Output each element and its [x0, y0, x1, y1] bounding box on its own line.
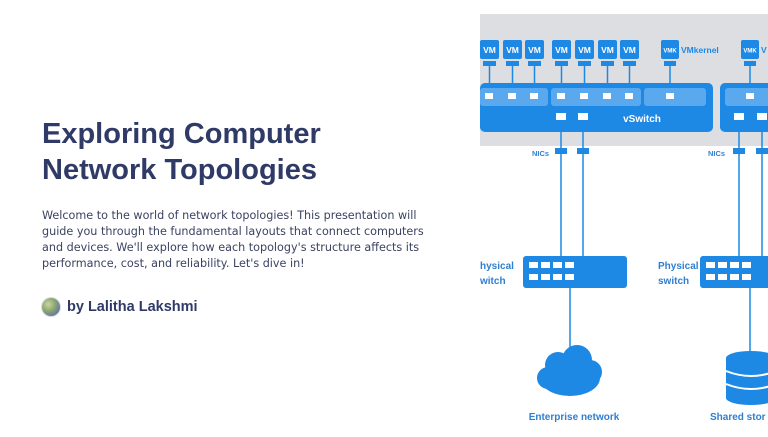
- network-diagram-image: VM VM VM VM: [479, 0, 768, 432]
- vmkernel-group: VMK VMkernel VMK V: [661, 40, 767, 83]
- svg-text:VM: VM: [555, 45, 568, 55]
- cloud-icon: [537, 345, 602, 396]
- vswitch-left: vSwitch: [480, 83, 713, 132]
- svg-text:V: V: [761, 45, 767, 55]
- author-avatar: [42, 298, 60, 316]
- svg-text:VM: VM: [601, 45, 614, 55]
- physical-switch-left: hysical witch: [479, 256, 627, 352]
- svg-text:VM: VM: [483, 45, 496, 55]
- vm-box: VM: [598, 40, 617, 83]
- vmkernel-label: VMkernel: [681, 45, 719, 55]
- enterprise-network-label: Enterprise network: [529, 412, 620, 423]
- svg-text:NICs: NICs: [708, 149, 725, 158]
- vm-box: VM: [525, 40, 544, 83]
- svg-text:VMK: VMK: [663, 49, 677, 55]
- svg-text:witch: witch: [480, 276, 506, 287]
- vmk-box: [661, 40, 679, 59]
- svg-text:Physical: Physical: [658, 261, 699, 272]
- svg-text:NICs: NICs: [532, 149, 549, 158]
- vm-box: VM: [552, 40, 571, 83]
- slide-title: Exploring Computer Network Topologies: [42, 118, 321, 186]
- vswitch-label: vSwitch: [623, 114, 661, 125]
- physical-switch-right: Physical switch: [658, 256, 768, 352]
- shared-storage-label: Shared stor: [710, 412, 766, 423]
- svg-text:hysical: hysical: [480, 261, 514, 272]
- svg-text:VM: VM: [578, 45, 591, 55]
- vm-box: VM: [575, 40, 594, 83]
- svg-text:switch: switch: [658, 276, 689, 287]
- nics-left: NICs: [532, 132, 589, 256]
- vsphere-network-diagram: VM VM VM VM: [479, 14, 768, 423]
- svg-text:VM: VM: [623, 45, 636, 55]
- author-name: by Lalitha Lakshmi: [67, 299, 198, 315]
- vmk-box: [741, 40, 759, 59]
- slide-description: Welcome to the world of network topologi…: [42, 209, 424, 270]
- vm-group: VM VM VM VM: [480, 40, 639, 83]
- svg-text:VM: VM: [506, 45, 519, 55]
- svg-text:VMK: VMK: [743, 49, 757, 55]
- vm-box: VM: [480, 40, 499, 83]
- vm-box: VM: [503, 40, 522, 83]
- svg-text:VM: VM: [528, 45, 541, 55]
- vswitch-right: [720, 83, 768, 132]
- vm-box: VM: [620, 40, 639, 83]
- nics-right: NICs: [708, 132, 768, 256]
- author-line: by Lalitha Lakshmi: [42, 297, 198, 317]
- slide-content: Exploring Computer Network Topologies We…: [42, 0, 462, 432]
- database-icon: [725, 351, 768, 405]
